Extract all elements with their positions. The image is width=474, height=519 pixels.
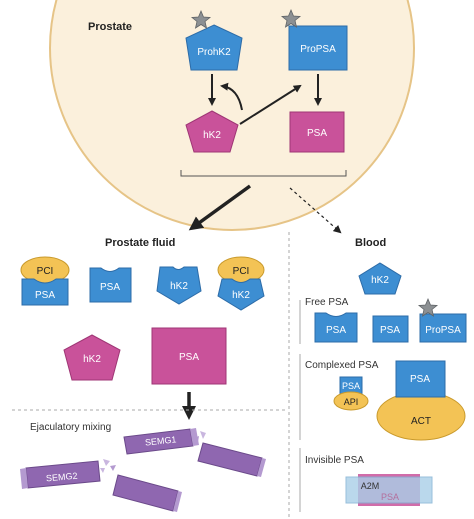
hk2-label: hK2 <box>83 354 101 365</box>
arrow-hk2-autoactivation <box>220 82 243 111</box>
pci-label: PCI <box>233 266 250 277</box>
prohk2-enzyme: ProhK2 <box>185 9 243 71</box>
free-psa-label: Free PSA <box>305 297 349 308</box>
blood-title: Blood <box>355 237 386 249</box>
star-icon <box>190 9 212 29</box>
prostate-fluid-title: Prostate fluid <box>105 237 175 249</box>
a2m-label: A2M <box>361 481 380 491</box>
prostate-title: Prostate <box>88 21 132 33</box>
arrow-to-blood <box>289 187 342 234</box>
complexed-psa-label: Complexed PSA <box>305 360 379 371</box>
free-propsa: ProPSA <box>417 297 467 343</box>
semg1-label: SEMG1 <box>144 434 176 447</box>
psa-label: PSA <box>179 352 199 363</box>
cleavage-fragments <box>100 431 206 473</box>
api-label: API <box>344 397 359 407</box>
star-icon <box>280 8 302 28</box>
psa-label: PSA <box>342 381 360 391</box>
free-hk2-fluid: hK2 <box>156 266 202 305</box>
invisible-psa-label: Invisible PSA <box>305 455 364 466</box>
pci-psa-complex: PCI PSA <box>20 256 70 306</box>
hk2-enzyme: hK2 <box>185 110 239 153</box>
psa-label: PSA <box>380 325 400 336</box>
pci-hk2-complex: PCI hK2 <box>217 256 265 311</box>
psa-act-complex: PSA ACT <box>376 360 466 441</box>
psa-faded-label: PSA <box>381 492 399 502</box>
propsa-protein: ProPSA <box>280 8 348 71</box>
semg1-fragment: SEMG1 <box>123 428 199 455</box>
semg1-fragment-right <box>197 442 266 477</box>
free-psa-2: PSA <box>372 315 409 343</box>
propsa-label: ProPSA <box>300 44 336 55</box>
arrow-to-prostate-fluid <box>188 184 252 231</box>
hk2-label: hK2 <box>232 290 250 301</box>
hk2-label: hK2 <box>170 281 188 292</box>
semg2-fragment-right <box>112 474 182 512</box>
free-psa-fluid: PSA <box>89 267 132 303</box>
propsa-label: ProPSA <box>425 325 461 336</box>
hk2-label: hK2 <box>371 275 389 286</box>
semg2-label: SEMG2 <box>46 471 78 484</box>
semg2-fragment: SEMG2 <box>20 460 101 489</box>
blood-hk2: hK2 <box>358 262 402 295</box>
prohk2-label: ProhK2 <box>197 47 231 58</box>
psa-large: PSA <box>151 327 227 385</box>
arrow-hk2-activates-propsa <box>239 84 302 125</box>
psa-label: PSA <box>100 282 120 293</box>
hk2-label: hK2 <box>203 130 221 141</box>
psa-label: PSA <box>410 374 430 385</box>
act-label: ACT <box>411 416 431 427</box>
psa-label: PSA <box>326 325 346 336</box>
psa-label: PSA <box>307 128 327 139</box>
a2m-psa-complex: A2M PSA <box>345 474 433 506</box>
free-psa-1: PSA <box>314 312 358 343</box>
hk2-large: hK2 <box>63 334 121 381</box>
secretion-bracket <box>180 170 347 177</box>
pci-label: PCI <box>37 266 54 277</box>
psa-protein: PSA <box>289 111 345 153</box>
psa-label: PSA <box>35 290 55 301</box>
ejaculatory-mixing-label: Ejaculatory mixing <box>30 422 111 433</box>
star-icon <box>417 297 439 317</box>
psa-api-complex: PSA API <box>333 376 369 411</box>
